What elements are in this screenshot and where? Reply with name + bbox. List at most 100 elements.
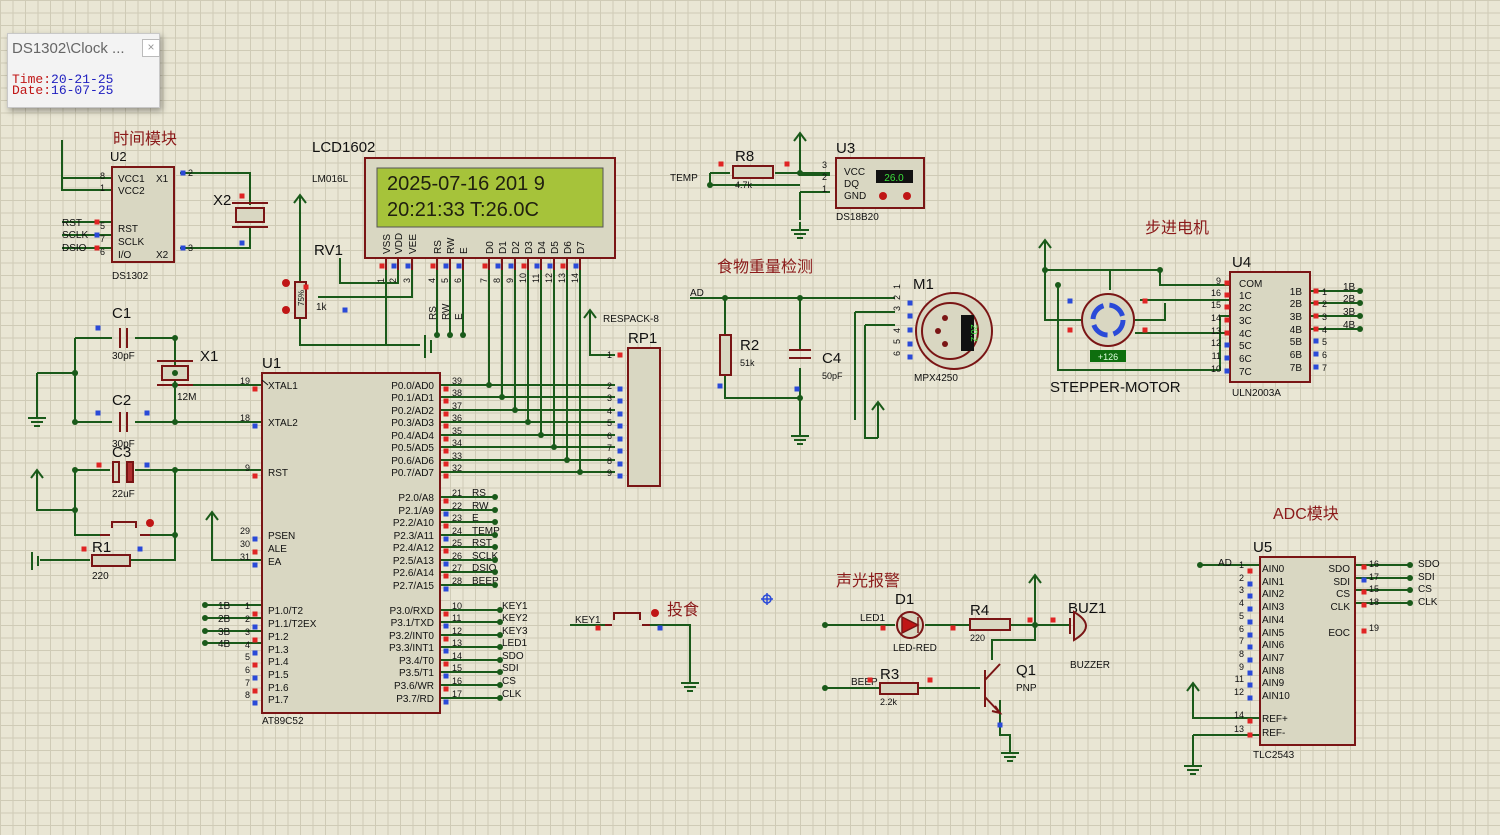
- pin-state-marker: [1247, 670, 1253, 676]
- u3-pin-label: GND: [844, 191, 866, 202]
- rv1-potentiometer[interactable]: [294, 281, 307, 319]
- x2-crystal[interactable]: [235, 207, 265, 223]
- junction-dot: [497, 619, 503, 625]
- u1-pin-num: 4: [245, 640, 250, 650]
- temp-inc-button[interactable]: [903, 192, 911, 200]
- u5-pin-num: 9: [1239, 662, 1244, 672]
- respack-8[interactable]: [627, 347, 661, 487]
- buzzer-icon[interactable]: [1069, 610, 1087, 642]
- lcd-pin-label: E: [459, 247, 470, 254]
- r2-resistor[interactable]: [719, 334, 732, 376]
- pin-state-marker: [443, 536, 449, 542]
- pin-state-marker: [252, 700, 258, 706]
- u3-model: DS18B20: [836, 212, 879, 223]
- ds1302-clock-popup[interactable]: DS1302\Clock ... × Time:20-21-25 Date:16…: [7, 33, 160, 108]
- close-icon[interactable]: ×: [142, 39, 160, 57]
- junction-dot: [172, 335, 178, 341]
- power-terminal-icon: [793, 131, 807, 151]
- u4-pin-label: 2C: [1239, 303, 1252, 314]
- r3-resistor[interactable]: [879, 682, 919, 695]
- u1-pin-num: 23: [452, 513, 462, 523]
- junction-dot: [1407, 587, 1413, 593]
- at89c52-chip[interactable]: [261, 372, 441, 714]
- u1-pin-label: P3.3/INT1: [389, 643, 434, 654]
- tlc2543-chip[interactable]: [1259, 556, 1356, 746]
- pin-state-marker: [1247, 695, 1253, 701]
- sensor-ring: [921, 302, 979, 360]
- temp-dec-button[interactable]: [879, 192, 887, 200]
- rv1-inc-button[interactable]: [282, 306, 290, 314]
- u4-model: ULN2003A: [1232, 388, 1281, 399]
- ground-icon: [31, 552, 39, 570]
- pin-state-marker: [96, 462, 102, 468]
- u1-pin-label: P0.7/AD7: [391, 468, 434, 479]
- mpx4250-sensor[interactable]: [915, 292, 993, 370]
- junction-dot: [497, 695, 503, 701]
- stepper-motor[interactable]: [1081, 293, 1135, 347]
- u1-pin-label: P0.0/AD0: [391, 381, 434, 392]
- rv1-value: 1k: [316, 302, 328, 313]
- u2-pin-num: 8: [100, 171, 105, 181]
- ds1302-chip[interactable]: [111, 166, 175, 263]
- pnp-transistor[interactable]: [984, 663, 1003, 715]
- pin-state-marker: [617, 436, 623, 442]
- pin-state-marker: [1224, 292, 1230, 298]
- u5-pin-num: 8: [1239, 649, 1244, 659]
- u1-pin-num: 39: [452, 376, 462, 386]
- u1-pin-num: 14: [452, 651, 462, 661]
- junction-dot: [1032, 622, 1038, 628]
- pin-state-marker: [443, 436, 449, 442]
- feed-button-indicator[interactable]: [651, 609, 659, 617]
- r4-resistor[interactable]: [969, 618, 1011, 631]
- c4-value: 50pF: [822, 371, 843, 381]
- junction-dot: [172, 467, 178, 473]
- lcd-pin-label: D7: [576, 241, 587, 254]
- u1-pin-label: P1.1/T2EX: [268, 619, 317, 630]
- c3-plate[interactable]: [126, 461, 134, 483]
- junction-dot: [492, 557, 498, 563]
- junction-dot: [1357, 288, 1363, 294]
- q1-ref: Q1: [1016, 662, 1036, 679]
- pin-state-marker: [1224, 342, 1230, 348]
- net-label: RS: [472, 488, 486, 499]
- c4-ref: C4: [822, 350, 841, 367]
- rp1-pin-num: 2: [607, 381, 612, 391]
- pin-state-marker: [560, 263, 566, 269]
- reset-button[interactable]: [100, 521, 150, 536]
- r4-value: 220: [970, 633, 985, 643]
- lcd-pin-label: D6: [563, 241, 574, 254]
- temp-readout-box: [876, 170, 913, 183]
- power-terminal-icon: [1186, 681, 1200, 701]
- uln2003a-chip[interactable]: [1229, 271, 1311, 383]
- feed-button[interactable]: [605, 612, 650, 626]
- rv1-dec-button[interactable]: [282, 279, 290, 287]
- lcd-pin-label: D1: [498, 241, 509, 254]
- m1-pin-num: 4: [892, 328, 902, 333]
- lcd-pin-num: 12: [544, 273, 554, 283]
- pin-state-marker: [1142, 298, 1148, 304]
- u4-pin-num: 10: [1211, 364, 1221, 374]
- u1-pin-label: P3.5/T1: [399, 668, 434, 679]
- u1-pin-label: P1.6: [268, 683, 289, 694]
- net-label: DSIO: [472, 563, 497, 574]
- junction-dot: [486, 382, 492, 388]
- net-label: SCLK: [472, 551, 498, 562]
- u1-pin-num: 8: [245, 690, 250, 700]
- net-label: CS: [1418, 584, 1432, 595]
- pin-state-marker: [443, 473, 449, 479]
- c3-capacitor[interactable]: [112, 461, 120, 483]
- r1-resistor[interactable]: [91, 554, 131, 567]
- r8-resistor[interactable]: [732, 165, 774, 179]
- reset-button-indicator[interactable]: [146, 519, 154, 527]
- pin-state-marker: [1247, 606, 1253, 612]
- junction-dot: [492, 519, 498, 525]
- pin-state-marker: [997, 722, 1003, 728]
- u1-pin-num: 29: [240, 526, 250, 536]
- pressure-readout-box: [961, 315, 974, 351]
- u4-pin-label: 5B: [1290, 337, 1303, 348]
- u5-pin-label: AIN1: [1262, 577, 1285, 588]
- u2-pin-num: 1: [100, 183, 105, 193]
- u4-pin-num: 1: [1322, 287, 1327, 297]
- r3-ref: R3: [880, 666, 899, 683]
